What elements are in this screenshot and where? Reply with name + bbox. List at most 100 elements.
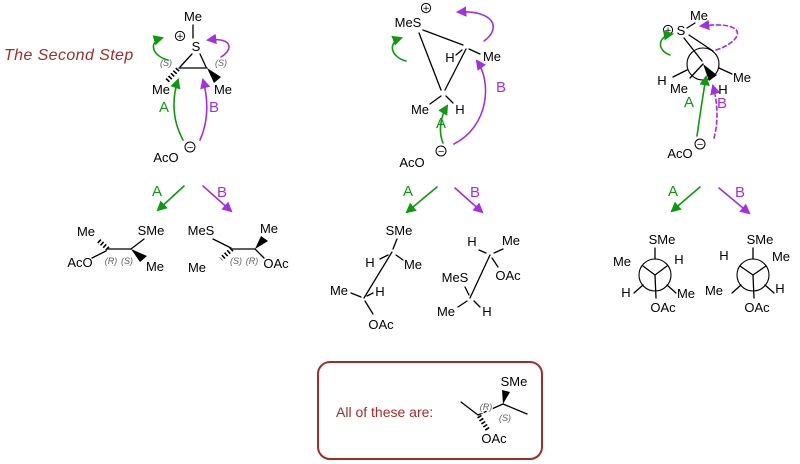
arrow-label-a: A bbox=[159, 99, 169, 116]
atom-label-h: H bbox=[365, 255, 374, 270]
bond bbox=[364, 300, 374, 315]
atom-label-acetate: AcO bbox=[153, 150, 178, 165]
stereo-label: (R) bbox=[246, 256, 259, 266]
wedge-bond bbox=[703, 64, 717, 81]
path-a-arrow bbox=[156, 185, 185, 212]
bond bbox=[429, 95, 442, 105]
bond bbox=[666, 284, 677, 294]
bond bbox=[688, 34, 714, 52]
bond bbox=[752, 265, 767, 276]
atom-label-me: Me bbox=[437, 304, 455, 319]
purple-c-s-cleavage-arrow bbox=[205, 33, 230, 58]
atom-label-me: Me bbox=[404, 257, 422, 272]
green-attack-arrow-a bbox=[170, 78, 184, 141]
atom-label-me: Me bbox=[214, 82, 232, 97]
left-panel: Me + S (S) (S) Me Me A B AcO − A bbox=[67, 9, 289, 275]
bond bbox=[718, 67, 733, 75]
bond bbox=[683, 37, 703, 62]
summary-structure: SMe OAc (R) (S) bbox=[460, 374, 528, 446]
bond bbox=[130, 238, 145, 250]
bond bbox=[254, 248, 265, 259]
atom-label-sulfur: S bbox=[192, 39, 201, 54]
bond bbox=[764, 284, 775, 294]
bond bbox=[493, 248, 504, 254]
atom-label-h: H bbox=[621, 285, 630, 300]
bond bbox=[473, 300, 481, 308]
stereo-label: (S) bbox=[160, 58, 172, 68]
right-path-arrows: A B bbox=[668, 183, 751, 215]
bond bbox=[502, 403, 528, 415]
arrow-label-a: A bbox=[152, 183, 162, 200]
stereo-label: (S) bbox=[215, 58, 227, 68]
green-attack-arrow-a bbox=[438, 104, 449, 144]
middle-product-b: H Me OAc MeS Me H bbox=[437, 233, 521, 319]
wedge-bond bbox=[502, 390, 510, 404]
atom-label-oac: OAc bbox=[368, 317, 394, 332]
atom-label-sme: SMe bbox=[386, 223, 413, 238]
atom-label-me: Me bbox=[483, 49, 501, 64]
middle-panel: MeS + H Me Me H A B AcO − A bbox=[330, 2, 521, 332]
minus-charge-sign: − bbox=[186, 143, 193, 153]
green-attack-arrow-a bbox=[696, 74, 710, 137]
bond bbox=[418, 32, 442, 91]
stereo-label: (S) bbox=[499, 413, 511, 423]
bond bbox=[654, 274, 657, 299]
atom-label-me: Me bbox=[184, 9, 202, 24]
atom-label-sme: SMe bbox=[501, 374, 528, 389]
atom-label-oac: OAc bbox=[744, 300, 770, 315]
bond bbox=[91, 250, 107, 259]
arrow-label-b: B bbox=[496, 79, 506, 96]
wedge-bond bbox=[131, 249, 147, 262]
atom-label-mes: MeS bbox=[188, 223, 215, 238]
atom-label-h: H bbox=[375, 284, 384, 299]
hash-bond bbox=[477, 414, 490, 432]
path-b-arrow bbox=[454, 187, 484, 214]
atom-label-me: Me bbox=[677, 286, 695, 301]
atom-label-me: Me bbox=[733, 70, 751, 85]
purple-attack-arrow-b bbox=[453, 59, 487, 145]
bond bbox=[633, 284, 644, 294]
summary-box: All of these are: SMe OAc (R) (S) bbox=[317, 361, 543, 460]
path-b-arrow bbox=[202, 185, 233, 213]
atom-label-me: Me bbox=[330, 283, 348, 298]
summary-caption: All of these are: bbox=[336, 404, 433, 420]
bond bbox=[395, 254, 404, 261]
arrow-label-b: B bbox=[209, 99, 219, 116]
bond bbox=[199, 53, 207, 68]
atom-label-sulfur: S bbox=[677, 23, 686, 38]
bond bbox=[464, 286, 470, 296]
plus-charge-icon bbox=[420, 2, 432, 14]
left-product-a: Me SMe AcO (R) (S) Me bbox=[67, 223, 164, 274]
atom-label-h: H bbox=[775, 281, 784, 296]
green-c-s-cleavage-arrow bbox=[391, 35, 407, 62]
bond bbox=[468, 48, 481, 55]
middle-path-arrows: A B bbox=[403, 183, 484, 214]
bond bbox=[477, 403, 504, 416]
middle-product-a: SMe H Me Me H OAc bbox=[330, 223, 422, 332]
atom-label-sme: SMe bbox=[649, 232, 676, 247]
stereo-label: (R) bbox=[105, 256, 118, 266]
right-product-b-newman: SMe H Me Me H OAc bbox=[705, 232, 790, 315]
atom-label-me: Me bbox=[77, 224, 95, 239]
bond bbox=[379, 254, 389, 260]
purple-attack-arrow-b bbox=[199, 77, 211, 141]
atom-label-mes: MeS bbox=[395, 15, 422, 30]
bond bbox=[445, 95, 454, 104]
minus-charge-icon bbox=[184, 141, 196, 153]
atom-label-sme: SMe bbox=[747, 232, 774, 247]
middle-reactant-episulfonium: MeS + H Me Me H A B AcO − bbox=[391, 2, 506, 170]
atom-label-h: H bbox=[482, 304, 491, 319]
bond bbox=[460, 401, 479, 416]
atom-label-me: Me bbox=[705, 283, 723, 298]
bond bbox=[686, 22, 696, 29]
bond bbox=[731, 284, 742, 294]
left-reactant-episulfonium: Me + S (S) (S) Me Me A B AcO − bbox=[152, 9, 232, 165]
stereo-label: (S) bbox=[121, 256, 133, 266]
arrow-label-a: A bbox=[436, 115, 446, 132]
atom-label-sme: SMe bbox=[138, 223, 165, 238]
arrow-label-b: B bbox=[717, 95, 727, 112]
bond bbox=[491, 257, 499, 268]
arrow-label-b: B bbox=[217, 184, 227, 201]
